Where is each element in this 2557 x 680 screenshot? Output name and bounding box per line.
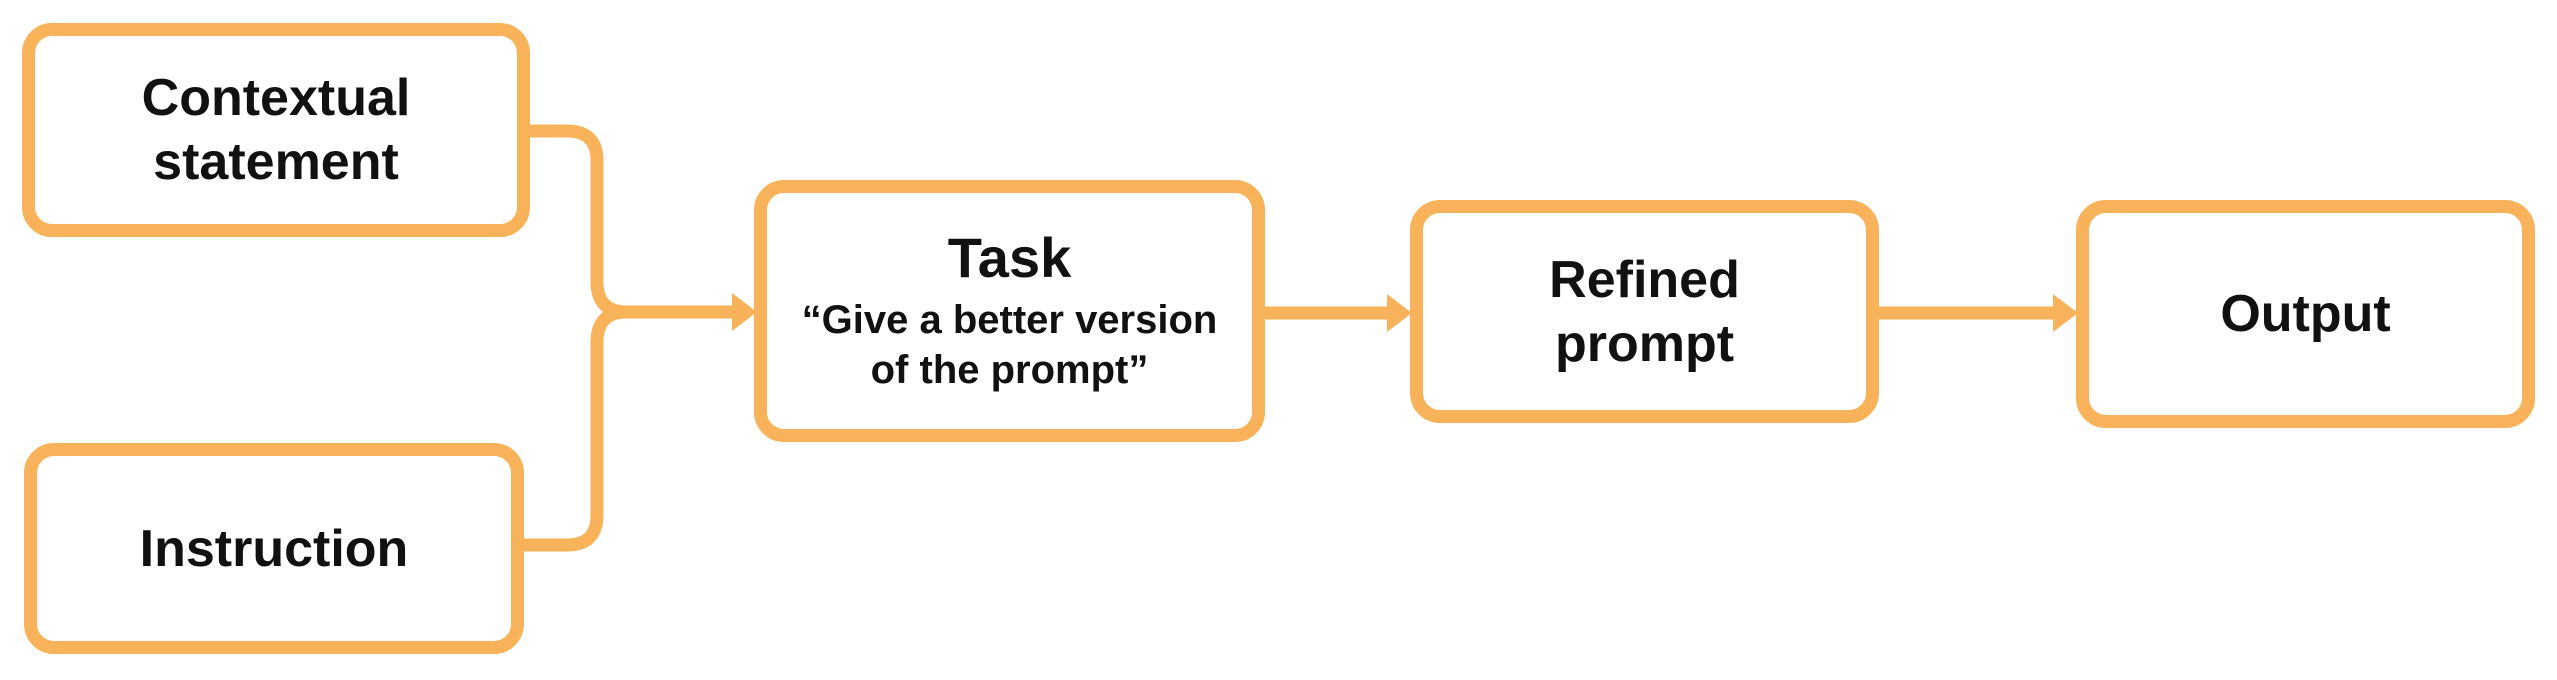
node-refined-prompt: Refined prompt (1410, 200, 1879, 423)
arrowhead-into-refined-icon (1387, 294, 1412, 332)
connector-contextual-to-merge (528, 124, 628, 319)
task-title: Task (947, 226, 1072, 289)
node-contextual-statement: Contextual statement (22, 23, 530, 237)
node-instruction: Instruction (24, 443, 524, 654)
node-label-line: Refined (1549, 250, 1740, 309)
node-task: Task “Give a better version of the promp… (754, 180, 1265, 442)
arrowhead-into-task-icon (732, 293, 757, 331)
node-label-line: Output (2220, 285, 2391, 343)
task-quote-line: of the prompt” (870, 348, 1149, 392)
node-label-line: prompt (1554, 314, 1735, 373)
arrowhead-into-output-icon (2053, 294, 2078, 332)
connector-instruction-to-merge (522, 305, 628, 552)
node-label-line: Contextual (141, 69, 411, 127)
node-label-line: Instruction (139, 519, 409, 578)
node-label-line: statement (153, 133, 399, 191)
node-output: Output (2076, 200, 2535, 428)
task-quote-line: “Give a better version (801, 298, 1218, 342)
